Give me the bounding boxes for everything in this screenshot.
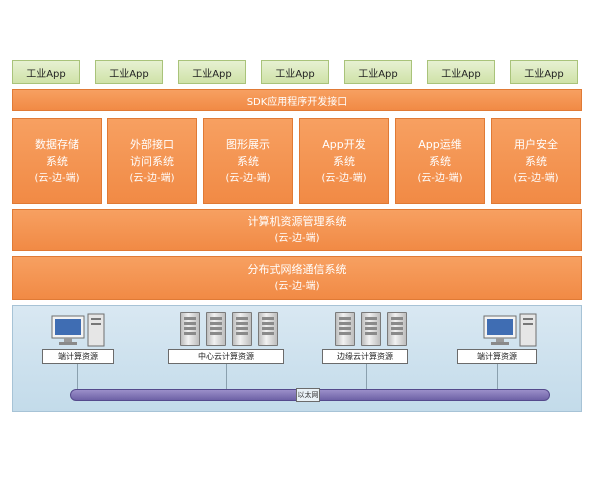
server-icon: [361, 312, 381, 346]
layer-scope: (云-边-端): [274, 281, 320, 292]
module-app-development: App开发 系统 (云-边-端): [299, 118, 389, 204]
module-title-2: 系统: [429, 154, 451, 168]
module-app-operations: App运维 系统 (云-边-端): [395, 118, 485, 204]
module-title: App开发: [322, 137, 366, 151]
module-title: 数据存储: [35, 137, 79, 151]
node-label-edge-cloud: 边缘云计算资源: [322, 349, 408, 364]
server-icon: [206, 312, 226, 346]
computer-icon-left: [51, 313, 105, 347]
connector-line: [226, 364, 227, 389]
module-title: App运维: [418, 137, 462, 151]
resource-management-layer: 计算机资源管理系统 (云-边-端): [12, 209, 582, 251]
sdk-label: SDK应用程序开发接口: [246, 96, 348, 108]
server-icon: [387, 312, 407, 346]
module-graphics-display: 图形展示 系统 (云-边-端): [203, 118, 293, 204]
app-box-6: 工业App: [427, 60, 495, 84]
server-icon: [180, 312, 200, 346]
module-title-2: 系统: [237, 154, 259, 168]
module-title: 外部接口: [130, 137, 174, 151]
module-title-2: 系统: [46, 154, 68, 168]
node-label-terminal-right: 端计算资源: [457, 349, 537, 364]
module-scope: (云-边-端): [321, 172, 367, 184]
module-title-2: 系统: [525, 154, 547, 168]
server-icon: [335, 312, 355, 346]
layer-title: 计算机资源管理系统: [247, 215, 347, 228]
connector-line: [497, 364, 498, 389]
server-icon: [232, 312, 252, 346]
app-box-1: 工业App: [12, 60, 80, 84]
module-title: 图形展示: [226, 137, 270, 151]
module-scope: (云-边-端): [129, 172, 175, 184]
node-label-terminal-left: 端计算资源: [42, 349, 114, 364]
app-box-2: 工业App: [95, 60, 163, 84]
app-box-3: 工业App: [178, 60, 246, 84]
module-scope: (云-边-端): [417, 172, 463, 184]
layer-scope: (云-边-端): [274, 233, 320, 244]
app-box-7: 工业App: [510, 60, 578, 84]
module-title: 用户安全: [514, 137, 558, 151]
layer-title: 分布式网络通信系统: [247, 263, 347, 276]
module-scope: (云-边-端): [513, 172, 559, 184]
server-icon: [258, 312, 278, 346]
module-title-2: 访问系统: [130, 154, 174, 168]
ethernet-label: 以太网: [296, 388, 320, 402]
module-scope: (云-边-端): [225, 172, 271, 184]
app-box-5: 工业App: [344, 60, 412, 84]
sdk-layer: SDK应用程序开发接口: [12, 89, 582, 111]
module-external-interface: 外部接口 访问系统 (云-边-端): [107, 118, 197, 204]
module-title-2: 系统: [333, 154, 355, 168]
module-user-security: 用户安全 系统 (云-边-端): [491, 118, 581, 204]
connector-line: [77, 364, 78, 389]
module-scope: (云-边-端): [34, 172, 80, 184]
computer-icon-right: [483, 313, 537, 347]
network-communication-layer: 分布式网络通信系统 (云-边-端): [12, 256, 582, 300]
connector-line: [366, 364, 367, 389]
app-box-4: 工业App: [261, 60, 329, 84]
module-data-storage: 数据存储 系统 (云-边-端): [12, 118, 102, 204]
node-label-center-cloud: 中心云计算资源: [168, 349, 284, 364]
